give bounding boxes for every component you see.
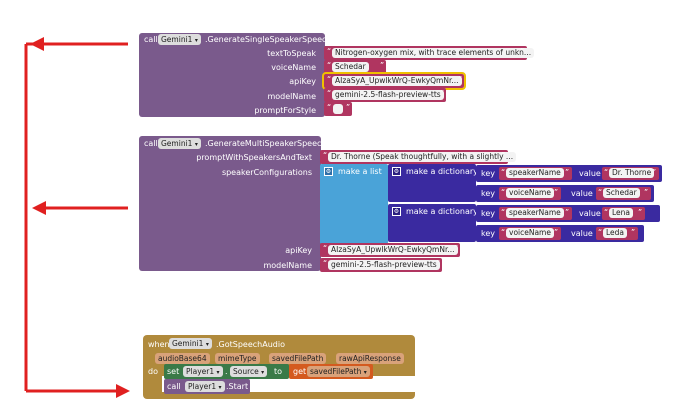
- event-param-savedFilePath[interactable]: savedFilePath: [269, 353, 327, 364]
- text-block-promptForStyle[interactable]: “ ”: [324, 102, 352, 116]
- set-component-dropdown[interactable]: Player1 ▾: [183, 366, 223, 377]
- arrow-head-1: [30, 37, 44, 51]
- call-component-dropdown[interactable]: Player1 ▾: [185, 381, 225, 392]
- set-player-source-block[interactable]: set Player1 ▾ . Source ▾ to: [164, 364, 289, 379]
- value-label: value: [579, 209, 601, 218]
- pair-block[interactable]: key “ voiceName ” value “ Leda ”: [476, 225, 644, 242]
- param-apiKey: apiKey: [289, 77, 316, 86]
- pair-block[interactable]: key “ speakerName ” value “ Lena ”: [476, 205, 660, 222]
- call-method-name: .Start: [226, 382, 249, 391]
- param-promptForStyle: promptForStyle: [254, 106, 316, 115]
- text-value[interactable]: Schedar: [332, 62, 369, 72]
- component-dropdown[interactable]: Gemini1 ▾: [169, 338, 212, 349]
- text-value[interactable]: Dr. Thorne: [609, 168, 655, 178]
- param-speakerConfigurations: speakerConfigurations: [221, 168, 312, 177]
- text-value[interactable]: Nitrogen-oxygen mix, with trace elements…: [332, 48, 535, 58]
- key-label: key: [481, 209, 496, 218]
- text-block-key[interactable]: “ speakerName ”: [499, 207, 572, 220]
- set-property-dropdown[interactable]: Source ▾: [230, 366, 268, 377]
- text-block-prompt[interactable]: “ Dr. Thorne (Speak thoughtfully, with a…: [320, 150, 517, 164]
- key-label: key: [481, 229, 496, 238]
- text-block-apiKey[interactable]: “ AIzaSyA_UpwlkWrQ-EwkyQmNr... ”: [320, 243, 460, 257]
- event-param-audioBase64[interactable]: audioBase64: [155, 353, 210, 364]
- text-value[interactable]: Schedar: [603, 188, 640, 198]
- gear-icon[interactable]: ⚙: [324, 167, 333, 176]
- event-name: .GotSpeechAudio: [216, 340, 285, 349]
- call-keyword: call: [144, 35, 158, 44]
- make-a-list-block[interactable]: ⚙ make a list: [320, 164, 388, 244]
- key-label: key: [481, 189, 496, 198]
- make-a-dictionary-label: make a dictionary: [406, 207, 478, 216]
- get-variable-block[interactable]: get savedFilePath ▾: [289, 364, 373, 379]
- text-value[interactable]: AIzaSyA_UpwlkWrQ-EwkyQmNr...: [332, 76, 462, 86]
- text-block-key[interactable]: “ voiceName ”: [499, 187, 561, 200]
- text-value[interactable]: Leda: [603, 228, 628, 238]
- param-apiKey: apiKey: [285, 246, 312, 255]
- get-keyword: get: [293, 367, 307, 376]
- get-variable-dropdown[interactable]: savedFilePath ▾: [307, 366, 370, 377]
- value-label: value: [579, 169, 601, 178]
- gear-icon[interactable]: ⚙: [392, 207, 401, 216]
- param-promptWithSpeakersAndText: promptWithSpeakersAndText: [196, 153, 312, 162]
- value-label: value: [571, 189, 593, 198]
- component-dropdown[interactable]: Gemini1 ▾: [158, 138, 201, 149]
- param-voiceName: voiceName: [271, 63, 316, 72]
- text-value[interactable]: gemini-2.5-flash-preview-tts: [332, 90, 444, 100]
- text-value[interactable]: speakerName: [506, 168, 564, 178]
- gear-icon[interactable]: ⚙: [392, 167, 401, 176]
- call-player-start-block[interactable]: call Player1 ▾ .Start: [164, 379, 250, 394]
- param-textToSpeak: textToSpeak: [267, 49, 316, 58]
- text-value[interactable]: voiceName: [506, 228, 554, 238]
- text-value[interactable]: gemini-2.5-flash-preview-tts: [328, 260, 440, 270]
- event-param-mimeType[interactable]: mimeType: [215, 353, 260, 364]
- pair-block[interactable]: key “ voiceName ” value “ Schedar ”: [476, 185, 654, 202]
- text-block-key[interactable]: “ voiceName ”: [499, 227, 561, 240]
- text-value-empty[interactable]: [333, 104, 343, 114]
- param-modelName: modelName: [267, 92, 316, 101]
- arrow-head-2: [32, 201, 46, 215]
- call-keyword: call: [167, 382, 181, 391]
- param-modelName: modelName: [263, 261, 312, 270]
- text-value[interactable]: AIzaSyA_UpwlkWrQ-EwkyQmNr...: [328, 245, 458, 255]
- text-value[interactable]: voiceName: [506, 188, 554, 198]
- text-block-apiKey-selected[interactable]: “ AIzaSyA_UpwlkWrQ-EwkyQmNr... ”: [322, 72, 466, 90]
- value-label: value: [571, 229, 593, 238]
- event-param-rawApiResponse[interactable]: rawApiResponse: [336, 353, 404, 364]
- text-value[interactable]: speakerName: [506, 208, 564, 218]
- make-a-dictionary-block-1[interactable]: ⚙ make a dictionary: [388, 164, 478, 202]
- text-block-value[interactable]: “ Schedar ”: [596, 187, 651, 200]
- text-block-modelName[interactable]: “ gemini-2.5-flash-preview-tts ”: [324, 88, 446, 102]
- text-value[interactable]: Dr. Thorne (Speak thoughtfully, with a s…: [328, 152, 517, 162]
- to-keyword: to: [274, 367, 283, 376]
- call-keyword: call: [144, 139, 158, 148]
- make-a-dictionary-block-2[interactable]: ⚙ make a dictionary: [388, 204, 478, 242]
- pair-block[interactable]: key “ speakerName ” value “ Dr. Thorne ”: [476, 165, 662, 182]
- generate-single-speaker-block[interactable]: [139, 33, 325, 117]
- text-block-key[interactable]: “ speakerName ”: [499, 167, 572, 180]
- text-block-value[interactable]: “ Dr. Thorne ”: [602, 167, 659, 180]
- set-keyword: set: [167, 367, 180, 376]
- do-keyword: do: [148, 367, 158, 376]
- generate-multi-speaker-block[interactable]: [139, 136, 321, 271]
- text-block-modelName[interactable]: “ gemini-2.5-flash-preview-tts ”: [320, 258, 442, 272]
- key-label: key: [481, 169, 496, 178]
- component-dropdown[interactable]: Gemini1 ▾: [158, 34, 201, 45]
- text-block-voiceName[interactable]: “ Schedar ”: [324, 60, 386, 74]
- method-name: .GenerateMultiSpeakerSpeech: [205, 139, 327, 148]
- when-keyword: when: [148, 340, 170, 349]
- text-block-textToSpeak[interactable]: “ Nitrogen-oxygen mix, with trace elemen…: [324, 46, 535, 60]
- make-a-list-label: make a list: [338, 167, 382, 176]
- make-a-dictionary-label: make a dictionary: [406, 167, 478, 176]
- text-block-value[interactable]: “ Lena ”: [602, 207, 645, 220]
- arrow-head-3: [116, 384, 130, 398]
- text-value[interactable]: Lena: [609, 208, 634, 218]
- text-block-value[interactable]: “ Leda ”: [596, 227, 638, 240]
- method-name: .GenerateSingleSpeakerSpeech: [205, 35, 332, 44]
